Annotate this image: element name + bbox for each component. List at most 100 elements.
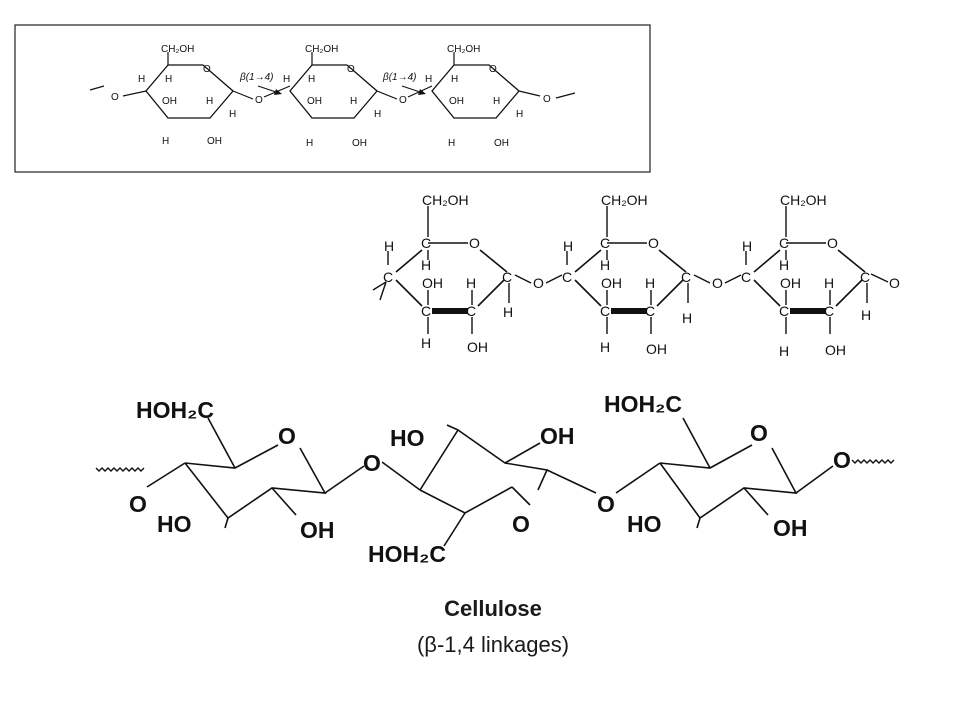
glucose-ring-c: CH₂OH H C H O C OH H C C C H H OH O — [741, 192, 900, 359]
ring-oxygen: O — [489, 64, 497, 75]
chain-end-bond — [89, 85, 105, 91]
h-label: H — [600, 257, 610, 273]
oh-label: OH — [449, 96, 464, 107]
ho-label: HO — [157, 511, 192, 537]
chain-end-oxygen-right: O — [833, 447, 851, 473]
ho-label: HO — [390, 425, 425, 451]
oh-label: OH — [540, 423, 575, 449]
ch2oh-label: CH₂OH — [780, 192, 827, 208]
h-label: H — [162, 136, 169, 147]
chain-end-oxygen-left: O — [129, 491, 147, 517]
hoh2c-label: HOH₂C — [604, 391, 682, 417]
carbon-label: C — [600, 235, 610, 251]
carbon-label: C — [421, 303, 431, 319]
h-label: H — [451, 74, 458, 85]
link-oxygen: O — [533, 275, 544, 291]
oh-label: OH — [352, 138, 367, 149]
carbon-label: C — [502, 269, 512, 285]
glucose-ring-1: CH₂OH O H H OH H H H OH — [138, 44, 236, 147]
glycosidic-link-1: O β(1→4) — [232, 72, 291, 106]
glucose-ring-b: CH₂OH H C H O C OH H C C C H H OH — [562, 192, 692, 357]
h-label: H — [138, 74, 145, 85]
cellulose-link-2: O — [546, 462, 661, 517]
carbon-label: C — [824, 303, 834, 319]
oh-label: OH — [494, 138, 509, 149]
chain-wavy-end-right — [851, 459, 895, 464]
cellulose-link-1: O — [324, 450, 421, 494]
h-label: H — [824, 275, 834, 291]
link-oxygen: O — [712, 275, 723, 291]
caption-subtitle: (β-1,4 linkages) — [417, 632, 569, 657]
ring-oxygen: O — [347, 64, 355, 75]
h-label: H — [425, 74, 432, 85]
glucose-ring-3: CH₂OH O H H OH H H H OH — [425, 44, 523, 149]
carbon-label: C — [860, 269, 870, 285]
h-label: H — [493, 96, 500, 107]
carbon-label: C — [779, 303, 789, 319]
ring-oxygen: O — [512, 511, 530, 537]
h-label: H — [861, 307, 871, 323]
panel-haworth-carbons: CH₂OH H C H O C OH H C C C H H OH O — [372, 192, 900, 359]
oh-label: OH — [780, 275, 801, 291]
panel-haworth-beta-linkage: O CH₂OH O H H OH H H H OH O β(1→4) — [14, 24, 651, 173]
h-label: H — [384, 238, 394, 254]
chain-end-oxygen-right: O — [543, 94, 551, 105]
carbon-label: C — [383, 269, 393, 285]
h-label: H — [374, 109, 381, 120]
h-label: H — [283, 74, 290, 85]
ring-oxygen: O — [203, 64, 211, 75]
ring-oxygen: O — [648, 235, 659, 251]
beta-link-label: β(1→4) — [239, 72, 274, 83]
carbon-label: C — [645, 303, 655, 319]
h-label: H — [516, 109, 523, 120]
ch2oh-label: CH₂OH — [447, 44, 480, 55]
cellulose-ring-3: HOH₂C O HO OH — [604, 391, 808, 541]
h-label: H — [466, 275, 476, 291]
carbon-label: C — [741, 269, 751, 285]
glycosidic-link-2: O β(1→4) — [376, 72, 433, 106]
carbon-label: C — [600, 303, 610, 319]
cellulose-ring-1: HOH₂C O HO OH — [136, 397, 335, 543]
link-oxygen: O — [255, 95, 263, 106]
ch2oh-label: CH₂OH — [161, 44, 194, 55]
h-label: H — [600, 339, 610, 355]
ring-oxygen: O — [469, 235, 480, 251]
beta-link-label: β(1→4) — [382, 72, 417, 83]
glucose-ring-2: CH₂OH O H H OH H H H OH — [283, 44, 381, 149]
ch2oh-label: CH₂OH — [422, 192, 469, 208]
glycosidic-link-a-b: O — [514, 274, 563, 291]
chain-end-bond — [518, 90, 541, 97]
oh-label: OH — [467, 339, 488, 355]
h-label: H — [682, 310, 692, 326]
panel-frame — [14, 24, 651, 173]
carbon-label: C — [466, 303, 476, 319]
ring-oxygen: O — [750, 420, 768, 446]
hoh2c-label: HOH₂C — [136, 397, 214, 423]
link-oxygen: O — [363, 450, 381, 476]
ho-label: HO — [627, 511, 662, 537]
h-label: H — [350, 96, 357, 107]
h-label: H — [503, 304, 513, 320]
ring-oxygen: O — [827, 235, 838, 251]
link-oxygen: O — [597, 491, 615, 517]
link-arrowhead — [274, 89, 282, 95]
h-label: H — [563, 238, 573, 254]
oh-label: OH — [300, 517, 335, 543]
ch2oh-label: CH₂OH — [305, 44, 338, 55]
ring-oxygen: O — [278, 423, 296, 449]
hoh2c-label: HOH₂C — [368, 541, 446, 567]
carbon-label: C — [421, 235, 431, 251]
h-label: H — [448, 138, 455, 149]
h-label: H — [306, 138, 313, 149]
chain-end-bond — [122, 90, 147, 97]
link-arrowhead — [418, 89, 426, 95]
chain-end-bond — [555, 92, 576, 99]
h-label: H — [308, 74, 315, 85]
oh-label: OH — [422, 275, 443, 291]
h-label: H — [779, 343, 789, 359]
chain-wavy-end-left — [95, 467, 145, 472]
chain-end-oxygen-left: O — [111, 92, 119, 103]
oh-label: OH — [601, 275, 622, 291]
glycosidic-link-b-c: O — [693, 274, 742, 291]
